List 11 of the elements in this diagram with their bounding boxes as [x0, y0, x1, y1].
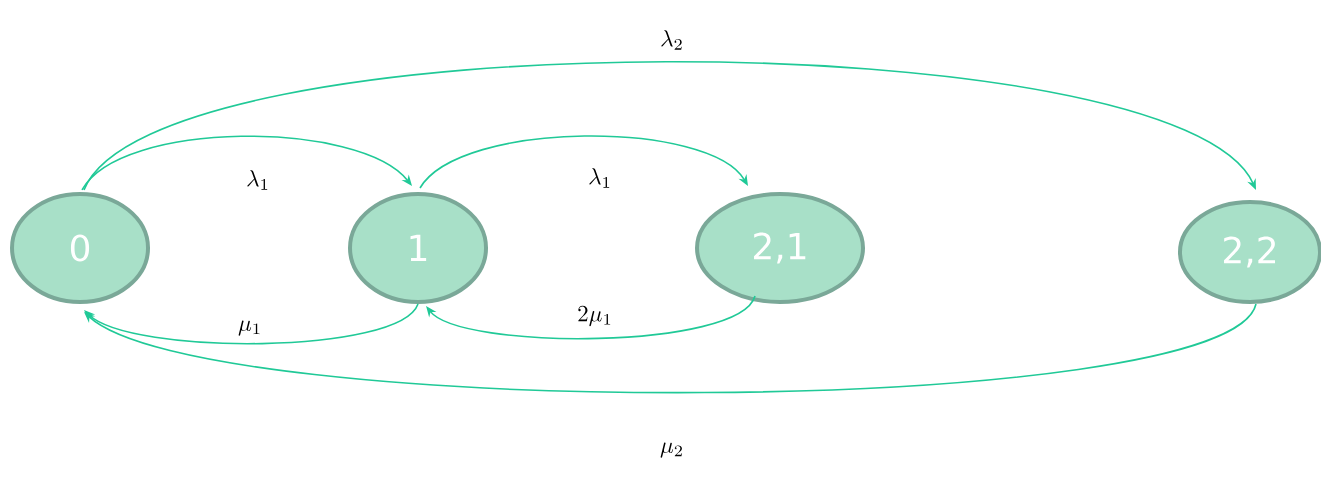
arrow [419, 135, 748, 189]
edge-label: $\lambda_1$ [589, 168, 610, 188]
arrow [83, 60, 1256, 191]
edge-label: $2\mu_1$ [578, 305, 611, 327]
edge-label: $\mu_2$ [660, 442, 682, 458]
edge-label: $\mu_1$ [238, 320, 260, 336]
arrow [84, 303, 419, 345]
edge-label: $\lambda_1$ [247, 170, 268, 190]
edge-label: $\lambda_2$ [661, 30, 682, 50]
arrow [426, 295, 756, 340]
arrow [81, 135, 412, 191]
